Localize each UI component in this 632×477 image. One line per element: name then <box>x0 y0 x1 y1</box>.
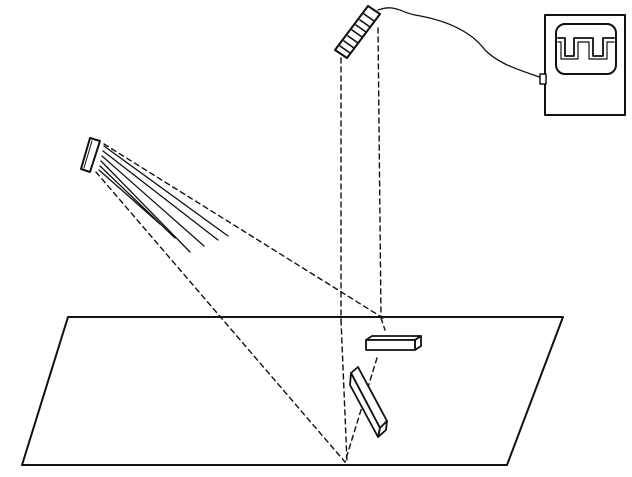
block-tilted <box>349 366 388 438</box>
square-wave <box>557 37 615 57</box>
light-source <box>80 137 101 173</box>
sensor <box>334 5 381 59</box>
oscilloscope <box>539 14 626 116</box>
signal-wire <box>377 7 543 79</box>
block-horizontal <box>365 335 422 351</box>
oscilloscope-screen <box>555 23 617 75</box>
light-rays <box>98 145 229 253</box>
surface-plane <box>21 316 564 466</box>
beam-paths <box>95 27 386 463</box>
